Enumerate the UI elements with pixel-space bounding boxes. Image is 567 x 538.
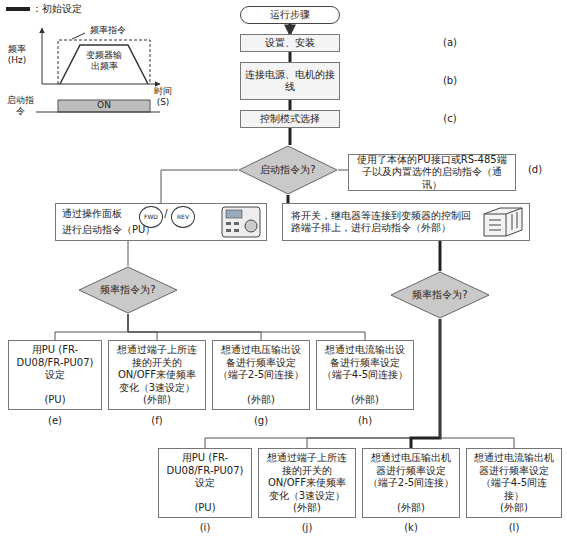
- legend-swatch: [6, 7, 30, 11]
- callout-letter: (f): [145, 415, 169, 427]
- callout-letter: (j): [295, 522, 319, 534]
- node-text: 想通过端子上所连接的开关的ON/OFF来使频率变化（3速设定）: [263, 452, 351, 502]
- flow-line: [128, 314, 157, 340]
- option-box: 想通过电压输出机器进行频率设定（端子2-5间连接） (外部): [362, 448, 460, 518]
- node-text: 进行启动指令（PU）: [62, 224, 155, 237]
- node-text: 频率指令为?: [412, 289, 467, 302]
- flow-line: [439, 241, 442, 271]
- node-text: 将开关，继电器等连接到变频器的控制回路端子排上，进行启动指令（外部）: [291, 210, 471, 235]
- chart-label: 变频器输出频率: [82, 50, 126, 72]
- callout-letter: (a): [438, 37, 462, 49]
- axis-label: 启动指令: [6, 95, 34, 117]
- flow-line: [128, 241, 129, 266]
- axis-label: 频率 (Hz): [3, 44, 31, 66]
- node-text: 想通过电压输出机器进行频率设定（端子2-5间连接）: [367, 452, 455, 490]
- axis-label: 时间 (S): [151, 86, 175, 108]
- process-box: 将开关，继电器等连接到变频器的控制回路端子排上，进行启动指令（外部）: [282, 203, 530, 241]
- process-box: 设置、安装: [240, 34, 340, 52]
- node-text: 想通过电压输出设备进行频率设定（端子2-5间连接）: [217, 344, 305, 382]
- legend-item: ：初始设定: [6, 3, 82, 15]
- option-box: 想通过端子上所连接的开关的ON/OFF来使频率变化（3速设定）(外部): [258, 448, 356, 518]
- flow-line: [289, 52, 292, 62]
- axis: [36, 112, 160, 113]
- decision-diamond: 频率指令为?: [390, 271, 490, 319]
- option-box: 用PU (FR-DU08/FR-PU07) 设定 (PU): [158, 448, 252, 518]
- start-banner: 运行步骤: [240, 6, 340, 24]
- flow-line: [289, 24, 292, 34]
- flow-line: [289, 128, 292, 145]
- callout-letter: (g): [249, 415, 273, 427]
- callout-letter: (e): [43, 415, 67, 427]
- output-curve: [60, 45, 148, 84]
- node-text: (外部): [247, 394, 275, 407]
- option-box: 想通过端子上所连接的开关的ON/OFF来使频率变化（3速设定）(外部): [108, 340, 206, 410]
- decision-diamond: 启动指令为?: [238, 145, 338, 195]
- panel-icon: [222, 207, 260, 237]
- callout-letter: (k): [399, 522, 423, 534]
- node-text: (外部): [293, 502, 321, 515]
- flow-line: [205, 319, 440, 448]
- option-box: 想通过电流输出机器进行频率设定（端子4-5间连接）(外部): [466, 448, 562, 518]
- node-text: 设置、安装: [265, 37, 315, 50]
- option-box: 想通过电压输出设备进行频率设定（端子2-5间连接） (外部): [212, 340, 310, 410]
- callout-letter: (h): [353, 415, 377, 427]
- callout-letter: (d): [523, 164, 547, 176]
- node-text: 使用了本体的PU接口或RS-485端子以及内置选件的启动指令（通讯）: [353, 154, 511, 192]
- flow-line: [55, 314, 128, 340]
- flow-line: [161, 170, 238, 203]
- option-box: 用PU (FR-DU08/FR-PU07) 设定 (PU): [8, 340, 102, 410]
- callout-letter: (l): [502, 522, 526, 534]
- axis: [42, 28, 43, 84]
- node-text: 运行步骤: [270, 9, 310, 22]
- decision-diamond: 频率指令为?: [78, 266, 178, 314]
- callout-letter: (c): [438, 113, 462, 125]
- flow-line: [307, 319, 440, 448]
- flow-line: [128, 314, 365, 340]
- chart-label: 频率指令: [83, 25, 133, 36]
- node-text: 频率指令为?: [100, 284, 155, 297]
- node-text: 通过操作面板: [62, 208, 122, 221]
- node-text: 用PU (FR-DU08/FR-PU07) 设定: [163, 452, 247, 490]
- callout-letter: (i): [193, 522, 217, 534]
- callout-letter: (b): [438, 75, 462, 87]
- process-box: 控制模式选择: [240, 110, 340, 128]
- process-box: 连接电源、电机的接线: [240, 62, 340, 100]
- separator: /: [162, 208, 170, 220]
- flow-line: [287, 195, 290, 203]
- node-text: (外部): [397, 502, 425, 515]
- on-bar: [58, 100, 150, 112]
- flow-line: [289, 100, 292, 110]
- node-text: (外部): [500, 502, 528, 515]
- legend-text: ：初始设定: [32, 3, 82, 15]
- node-text: 想通过电流输出机器进行频率设定（端子4-5间连接）: [471, 452, 557, 502]
- leader-line: [72, 33, 85, 39]
- signal-label: ON: [89, 100, 119, 111]
- option-box: 想通过电流输出设备进行频率设定（端子4-5间连接） (外部): [316, 340, 414, 410]
- node-text: (外部): [351, 394, 379, 407]
- flow-line: [440, 319, 514, 448]
- node-text: 启动指令为?: [260, 164, 315, 177]
- node-text: 连接电源、电机的接线: [245, 69, 335, 94]
- flow-line: [411, 319, 440, 448]
- node-text: 控制模式选择: [260, 113, 320, 126]
- node-text: 用PU (FR-DU08/FR-PU07) 设定: [13, 344, 97, 382]
- note-box: 使用了本体的PU接口或RS-485端子以及内置选件的启动指令（通讯）: [348, 154, 516, 191]
- node-text: 想通过端子上所连接的开关的ON/OFF来使频率变化（3速设定）: [113, 344, 201, 394]
- node-text: (PU): [44, 394, 65, 407]
- key-symbol: REV: [171, 206, 195, 228]
- relay-icon: [484, 208, 522, 236]
- node-text: (PU): [194, 502, 215, 515]
- node-text: 想通过电流输出设备进行频率设定（端子4-5间连接）: [321, 344, 409, 382]
- flow-line: [338, 170, 348, 171]
- key-symbol: FWD: [139, 206, 163, 228]
- node-text: (外部): [143, 394, 171, 407]
- flow-line: [128, 314, 261, 340]
- command-curve: [58, 40, 150, 84]
